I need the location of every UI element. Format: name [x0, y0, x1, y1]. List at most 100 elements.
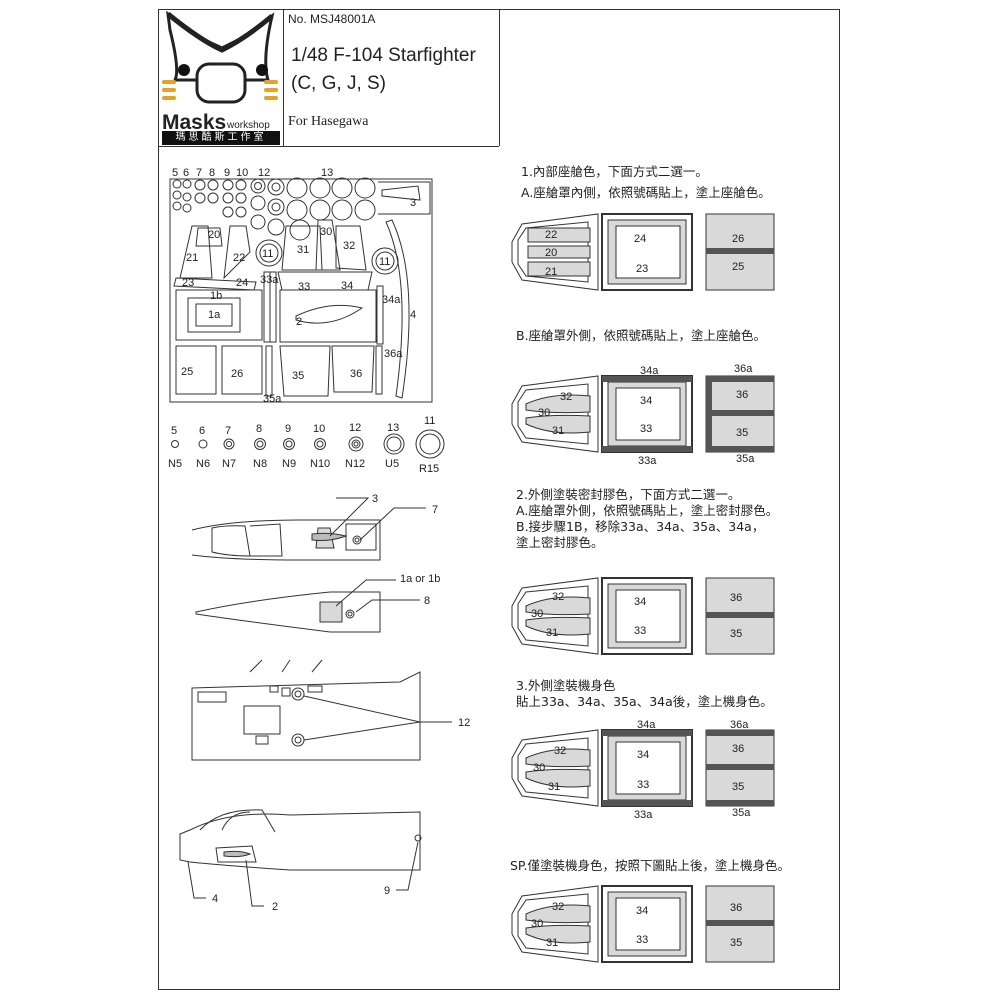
canopy-diagram-1: [511, 213, 775, 291]
d3-36: 36: [730, 592, 742, 604]
sheet-label: 11: [262, 248, 273, 260]
d2-35: 35: [736, 427, 748, 439]
canopy-diagram-5: [511, 885, 775, 963]
d3-30: 30: [531, 608, 543, 620]
legend-num: 10: [313, 423, 325, 435]
step-1b: B.座艙罩外側，依照號碼貼上，塗上座艙色。: [516, 328, 767, 343]
sheet-label: 20: [208, 229, 220, 241]
callout-9: 9: [384, 885, 390, 897]
callout-12: 12: [458, 717, 470, 729]
step-3-title: 3.外側塗裝機身色: [516, 678, 616, 693]
legend-code: U5: [385, 458, 399, 470]
sheet-label: 12: [258, 167, 270, 179]
sheet-label: 35: [292, 370, 304, 382]
d3-31: 31: [546, 627, 558, 639]
callout-lines-4: [187, 841, 419, 907]
d5-33: 33: [636, 934, 648, 946]
d2-33a: 33a: [638, 455, 657, 467]
d1-23: 23: [636, 263, 648, 275]
sheet-label: 36: [350, 368, 362, 380]
fuselage-top-view-1: [191, 519, 381, 561]
step-1-title: 1.內部座艙色，下面方式二選一。: [521, 164, 708, 179]
d4-34a: 34a: [637, 719, 656, 731]
brand-cn: 瑪思酷斯工作室: [162, 131, 280, 145]
canopy-diagram-4: [511, 729, 775, 807]
fuselage-side-view: [191, 659, 421, 761]
step-2-title: 2.外側塗裝密封膠色，下面方式二選一。: [516, 487, 741, 502]
callout-lines-1: [329, 497, 426, 541]
sheet-label: 5: [172, 167, 178, 179]
legend-code: N9: [282, 458, 296, 470]
sheet-label: 10: [236, 167, 248, 179]
callout-2: 2: [272, 901, 278, 913]
legend-num: 7: [225, 425, 231, 437]
product-number: No. MSJ48001A: [288, 12, 376, 26]
legend-code: N7: [222, 458, 236, 470]
d2-33: 33: [640, 423, 652, 435]
callout-lines-2: [335, 579, 420, 613]
sheet-label: 34a: [382, 294, 401, 306]
d3-33: 33: [634, 625, 646, 637]
callout-3: 3: [372, 493, 378, 505]
legend-code: N6: [196, 458, 210, 470]
d1-21: 21: [545, 266, 557, 278]
sheet-label: 31: [297, 244, 309, 256]
d4-33a: 33a: [634, 809, 653, 821]
d2-35a: 35a: [736, 453, 755, 465]
legend-num: 8: [256, 423, 262, 435]
legend-num: 13: [387, 422, 399, 434]
step-sp: SP.僅塗裝機身色，按照下圖貼上後，塗上機身色。: [510, 858, 790, 873]
sheet-label: 2: [296, 316, 302, 328]
legend-code: N10: [310, 458, 330, 470]
legend-code: N8: [253, 458, 267, 470]
legend-num: 11: [424, 415, 435, 427]
d4-34: 34: [637, 749, 649, 761]
legend-num: 9: [285, 423, 291, 435]
d4-36: 36: [732, 743, 744, 755]
small-circles: [172, 177, 376, 241]
legend-code: R15: [419, 463, 439, 475]
d3-34: 34: [634, 596, 646, 608]
sheet-label: 25: [181, 366, 193, 378]
d5-32: 32: [552, 901, 564, 913]
callout-4: 4: [212, 893, 218, 905]
brand-name: Masks: [162, 111, 227, 134]
d1-24: 24: [634, 233, 646, 245]
sheet-label: 32: [343, 240, 355, 252]
d2-34: 34: [640, 395, 652, 407]
sheet-label: 23: [182, 277, 194, 289]
sheet-label: 9: [224, 167, 230, 179]
legend-num: 6: [199, 425, 205, 437]
header-divider-right: [499, 9, 500, 146]
fuselage-nose-view: [179, 809, 422, 871]
legend-num: 5: [171, 425, 177, 437]
d4-32: 32: [554, 745, 566, 757]
sheet-label: 26: [231, 368, 243, 380]
d5-36: 36: [730, 902, 742, 914]
step-3-body: 貼上33a、34a、35a、34a後，塗上機身色。: [516, 694, 773, 709]
d2-36a: 36a: [734, 363, 753, 375]
d2-34a: 34a: [640, 365, 659, 377]
legend-code: N5: [168, 458, 182, 470]
brand-sub: workshop: [227, 120, 270, 131]
d2-36: 36: [736, 389, 748, 401]
step-2b-line1: B.接步驟1B，移除33a、34a、35a、34a，: [516, 519, 765, 534]
callout-8: 8: [424, 595, 430, 607]
d3-35: 35: [730, 628, 742, 640]
d1-22: 22: [545, 229, 557, 241]
d5-35: 35: [730, 937, 742, 949]
d2-32: 32: [560, 391, 572, 403]
d2-31: 31: [552, 425, 564, 437]
sheet-label: 4: [410, 309, 416, 321]
d4-31: 31: [548, 781, 560, 793]
legend-num: 12: [349, 422, 361, 434]
sheet-label: 30: [320, 226, 332, 238]
d5-34: 34: [636, 905, 648, 917]
for-kit: For Hasegawa: [288, 114, 369, 129]
sheet-label: 3: [410, 197, 416, 209]
sheet-label: 1b: [210, 290, 222, 302]
header-divider-bottom: [158, 146, 499, 147]
canopy-diagram-3: [511, 577, 775, 655]
